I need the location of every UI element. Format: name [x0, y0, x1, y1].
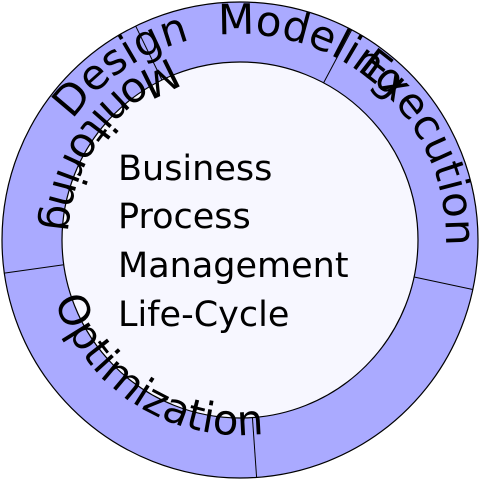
center-title-line-3: Management — [118, 246, 349, 286]
segment-divider — [251, 417, 258, 478]
center-title-line-1: Business — [118, 149, 272, 189]
segment-divider — [414, 276, 473, 290]
segment-divider — [135, 25, 163, 81]
segment-divider — [323, 29, 353, 84]
segment-dividers — [4, 25, 473, 478]
center-title-line-4: Life-Cycle — [118, 295, 289, 335]
center-title-line-2: Process — [118, 197, 251, 237]
segment-divider — [4, 264, 64, 274]
center-disc — [61, 61, 419, 419]
